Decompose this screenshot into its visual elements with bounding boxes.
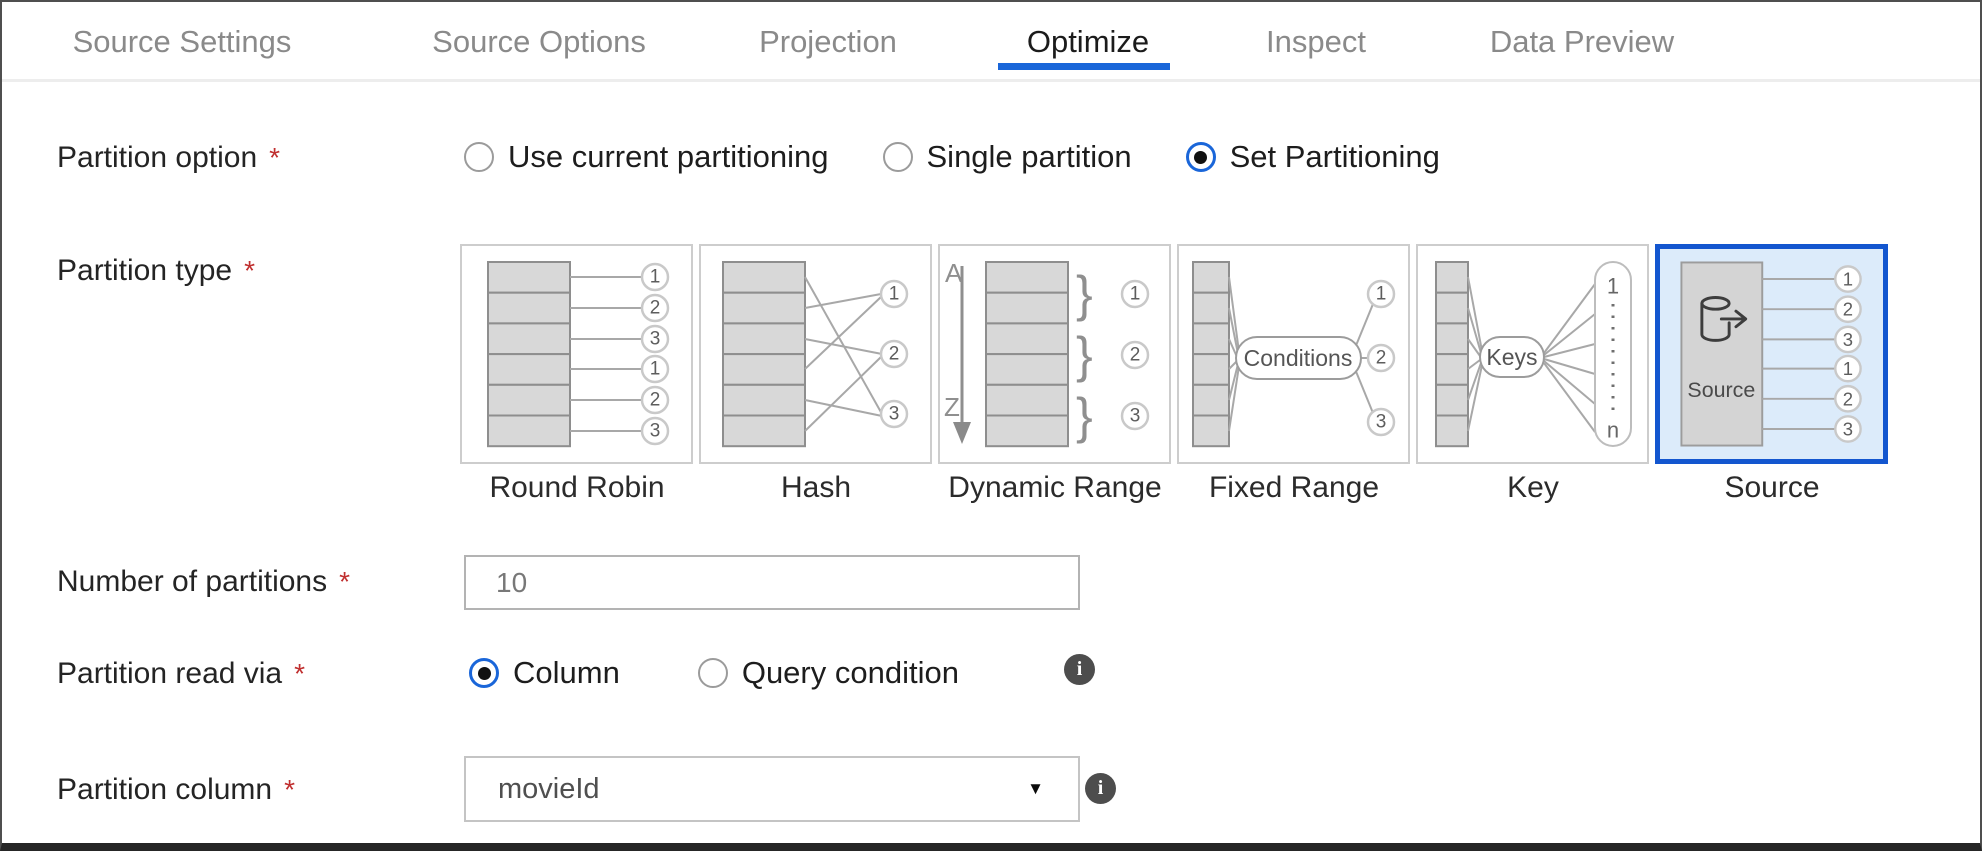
chevron-down-icon: ▼ [1027, 779, 1044, 798]
tab-data-preview[interactable]: Data Preview [1489, 24, 1675, 59]
partition-type-tile-dynamic-range[interactable]: A Z } } } 1 2 3 [938, 244, 1171, 464]
svg-text:3: 3 [1130, 406, 1141, 427]
radio-column[interactable]: Column [469, 655, 620, 691]
radio-button-icon [464, 142, 494, 172]
tab-source-settings[interactable]: Source Settings [72, 24, 292, 59]
tab-inspect[interactable]: Inspect [1266, 24, 1366, 59]
number-of-partitions-label: Number of partitions* [57, 565, 351, 598]
svg-text:}: } [1076, 327, 1093, 383]
svg-text:2: 2 [1843, 388, 1853, 409]
radio-label: Column [513, 655, 620, 690]
partition-type-tile-source[interactable]: Source 1 2 3 1 2 3 [1655, 244, 1888, 464]
info-icon[interactable]: i [1085, 773, 1116, 804]
source-diagram: Source 1 2 3 1 2 3 [1680, 261, 1862, 447]
svg-text:3: 3 [1843, 329, 1853, 350]
radio-button-icon [697, 658, 728, 688]
tile-caption-source: Source [1724, 471, 1820, 504]
svg-text:n: n [1607, 418, 1619, 443]
radio-use-current-partitioning[interactable]: Use current partitioning [464, 139, 829, 175]
partition-option-radio-group: Use current partitioning Single partitio… [464, 139, 1440, 175]
radio-single-partition[interactable]: Single partition [882, 139, 1132, 175]
tab-separator-line [2, 79, 1980, 82]
svg-text:3: 3 [650, 329, 661, 350]
svg-text:1: 1 [1843, 269, 1853, 290]
svg-text:2: 2 [889, 344, 900, 365]
svg-text:2: 2 [1130, 345, 1141, 366]
partition-type-tiles: 1 2 3 1 2 3 1 [460, 244, 1888, 464]
radio-label: Query condition [741, 655, 959, 690]
radio-set-partitioning[interactable]: Set Partitioning [1185, 139, 1440, 175]
svg-text:2: 2 [650, 298, 661, 319]
dropdown-selected-value: movieId [498, 772, 600, 805]
info-icon[interactable]: i [1064, 654, 1095, 685]
tile-caption-dynamic-range: Dynamic Range [948, 471, 1162, 504]
required-marker: * [294, 658, 306, 689]
svg-text:1: 1 [1376, 284, 1387, 305]
tile-caption-round-robin: Round Robin [489, 471, 665, 504]
svg-text:1: 1 [1843, 358, 1853, 379]
radio-button-selected-icon [469, 658, 499, 688]
partition-column-dropdown[interactable]: movieId ▼ [464, 756, 1080, 822]
svg-text:3: 3 [650, 421, 661, 442]
radio-button-selected-icon [1185, 142, 1216, 172]
tile-caption-key: Key [1507, 471, 1559, 504]
tab-optimize[interactable]: Optimize [1026, 24, 1150, 59]
dynamic-range-diagram: A Z } } } 1 2 3 [944, 258, 1150, 448]
svg-text:3: 3 [1376, 412, 1387, 433]
tab-projection[interactable]: Projection [759, 24, 897, 59]
tab-source-options[interactable]: Source Options [432, 24, 646, 59]
tile-caption-fixed-range: Fixed Range [1208, 471, 1380, 504]
partition-option-label: Partition option* [57, 141, 281, 174]
round-robin-diagram: 1 2 3 1 2 3 [487, 261, 670, 448]
tile-caption-hash: Hash [780, 471, 852, 504]
partition-type-label: Partition type* [57, 254, 255, 287]
required-marker: * [339, 566, 351, 597]
svg-text:Z: Z [944, 392, 960, 422]
svg-text:1: 1 [1130, 284, 1141, 305]
required-marker: * [244, 255, 255, 286]
required-marker: * [269, 142, 281, 173]
partition-read-via-radio-group: Column Query condition [469, 655, 959, 691]
svg-text:3: 3 [1843, 418, 1853, 439]
partition-type-tile-hash[interactable]: 1 2 3 [699, 244, 932, 464]
number-of-partitions-input[interactable] [464, 555, 1080, 610]
svg-text:Keys: Keys [1486, 344, 1537, 370]
radio-label: Set Partitioning [1229, 139, 1440, 174]
radio-button-icon [882, 142, 913, 172]
fixed-range-diagram: Conditions 1 2 3 [1192, 261, 1396, 448]
radio-query-condition[interactable]: Query condition [697, 655, 959, 691]
required-marker: * [284, 774, 296, 805]
partition-type-tile-key[interactable]: Keys 1 n [1416, 244, 1649, 464]
svg-text:2: 2 [650, 390, 661, 411]
partition-read-via-label: Partition read via* [57, 657, 306, 690]
svg-text:A: A [945, 258, 963, 288]
svg-text:1: 1 [650, 267, 661, 288]
key-diagram: Keys 1 n [1435, 261, 1632, 448]
svg-text:2: 2 [1843, 299, 1853, 320]
database-export-icon [1700, 296, 1748, 342]
svg-text:1: 1 [889, 284, 900, 305]
svg-text:3: 3 [889, 404, 900, 425]
partition-type-tile-fixed-range[interactable]: Conditions 1 2 3 [1177, 244, 1410, 464]
active-tab-underline [998, 63, 1170, 70]
svg-text:Conditions: Conditions [1244, 345, 1353, 371]
svg-text:2: 2 [1376, 348, 1387, 369]
radio-label: Single partition [926, 139, 1132, 174]
hash-diagram: 1 2 3 [722, 261, 909, 448]
svg-text:1: 1 [1607, 274, 1619, 299]
svg-text:}: } [1076, 266, 1093, 322]
partition-column-label: Partition column* [57, 773, 296, 806]
svg-text:Source: Source [1687, 378, 1755, 402]
radio-label: Use current partitioning [508, 139, 829, 174]
svg-text:}: } [1076, 388, 1093, 444]
partition-type-tile-round-robin[interactable]: 1 2 3 1 2 3 [460, 244, 693, 464]
svg-text:1: 1 [650, 359, 661, 380]
